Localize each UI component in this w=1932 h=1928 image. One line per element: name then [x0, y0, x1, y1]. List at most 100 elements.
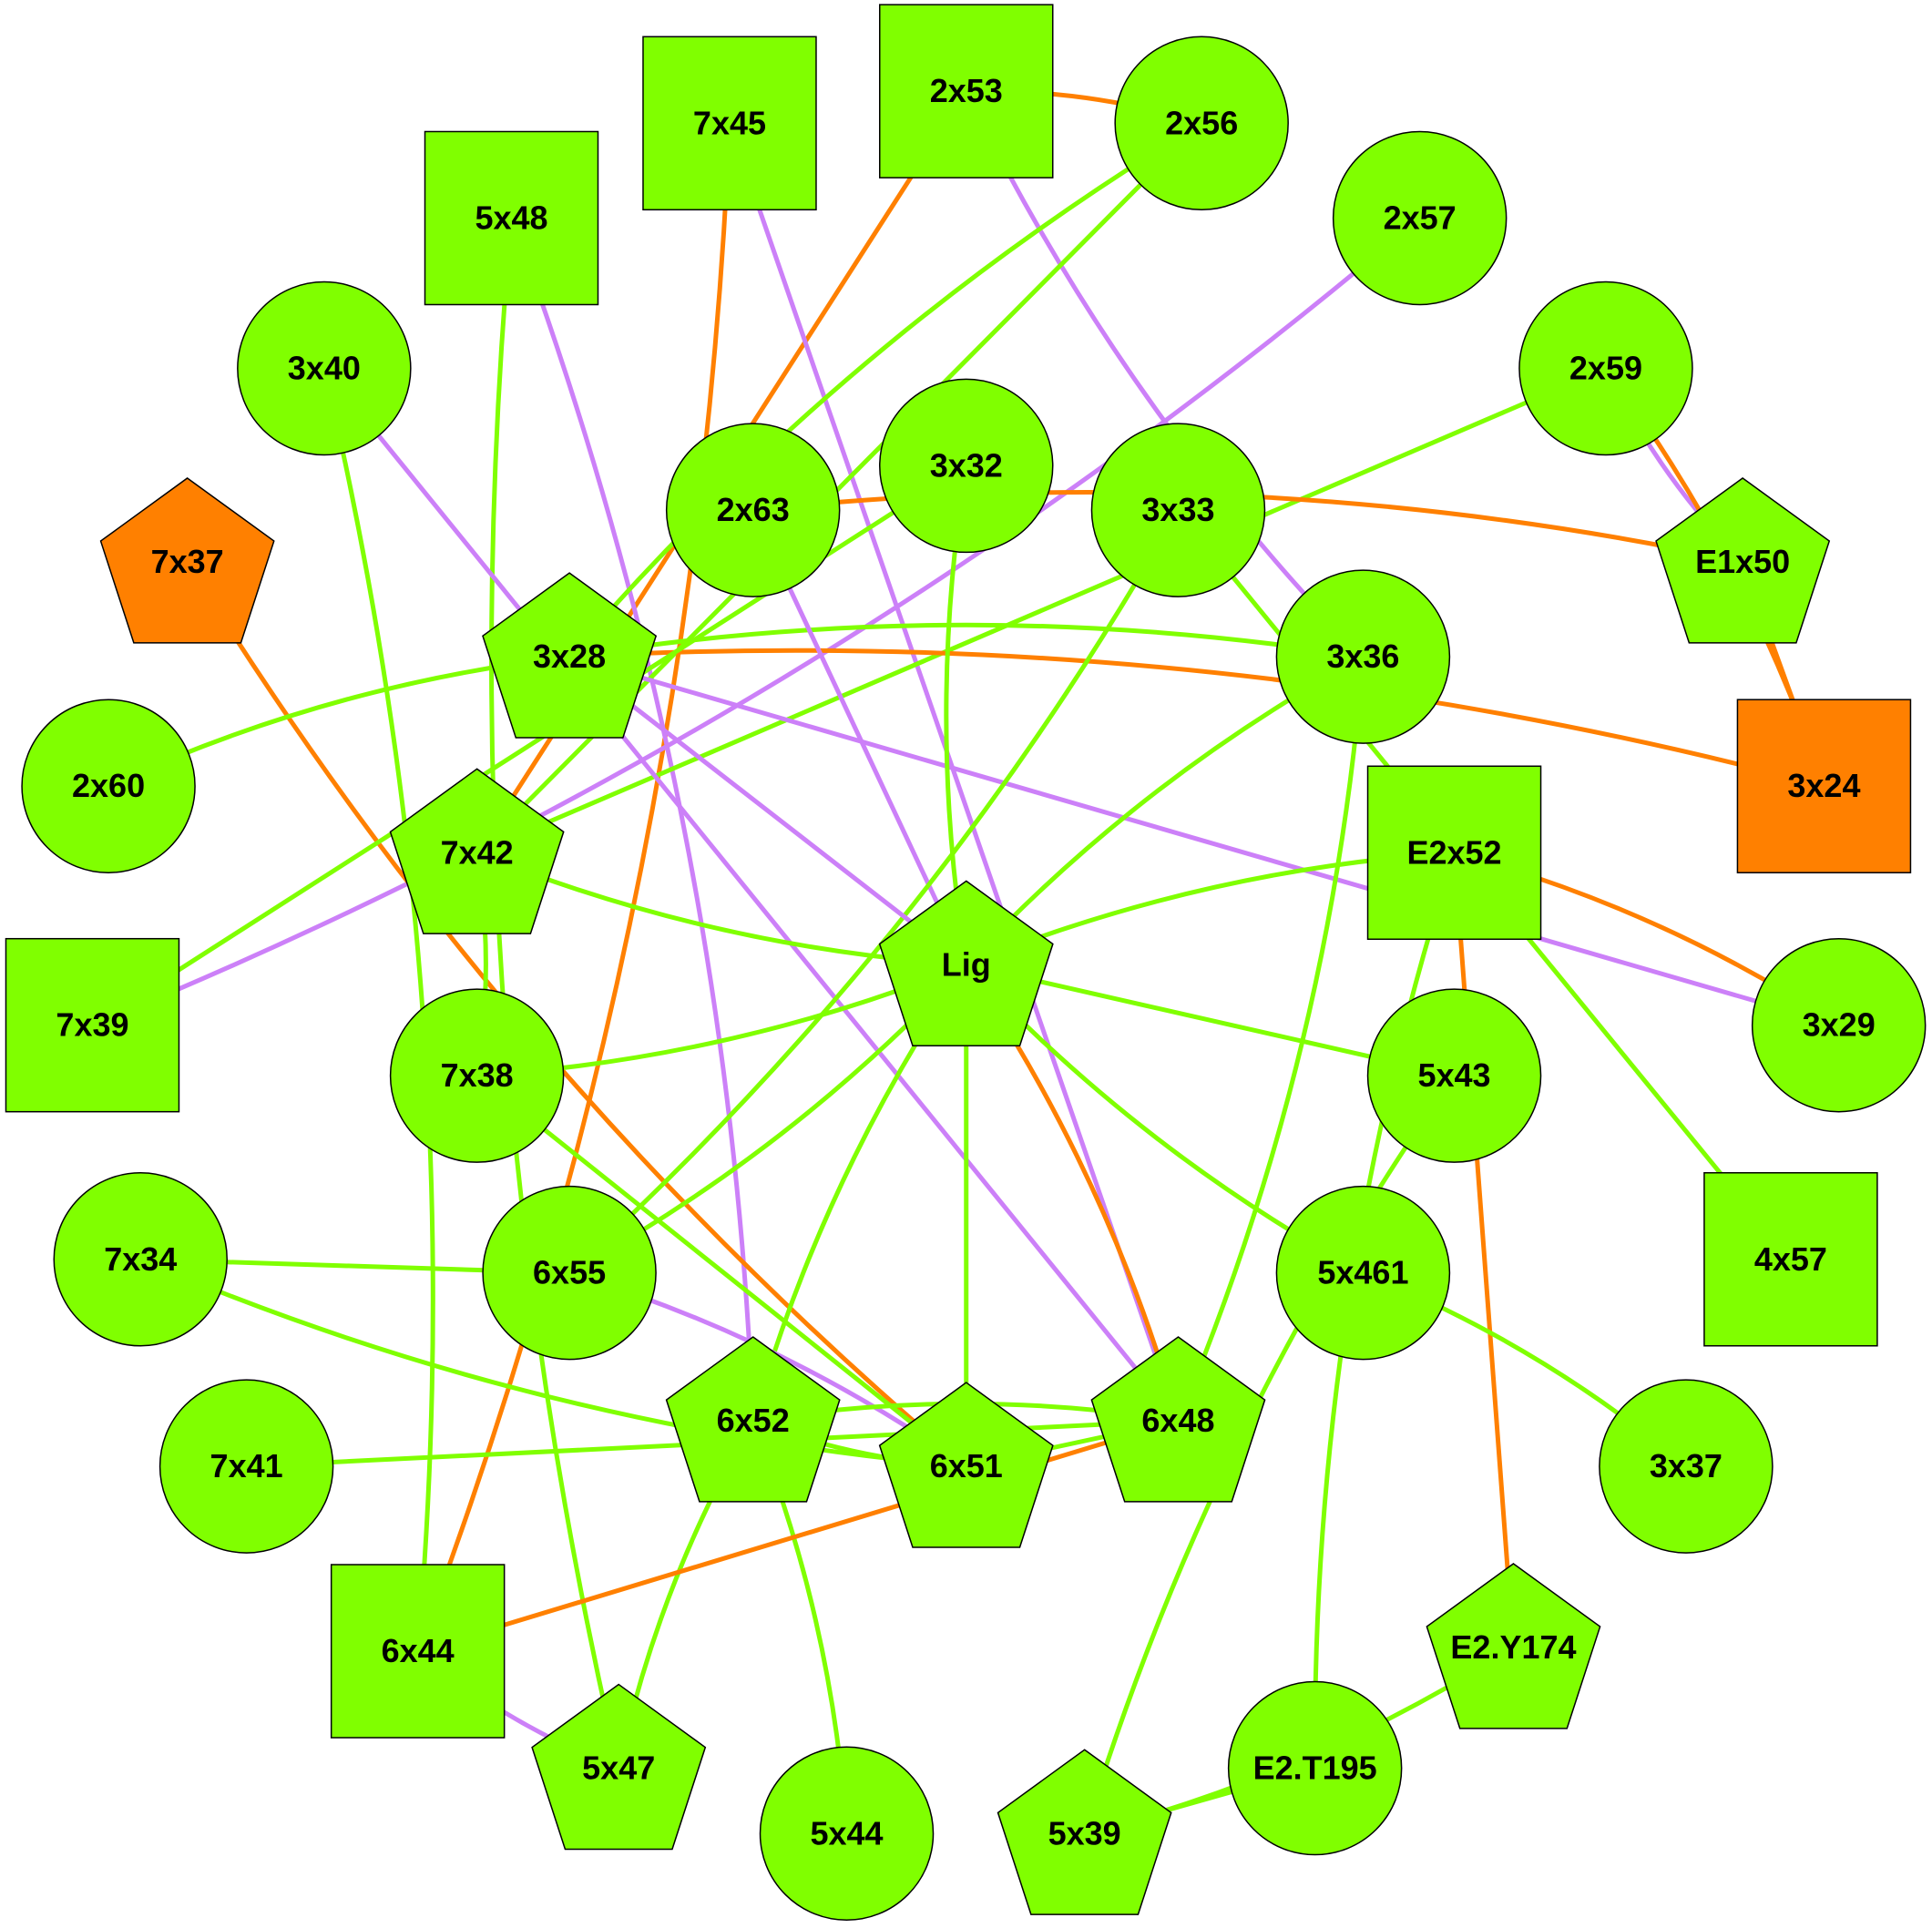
- node-4x57[interactable]: 4x57: [1703, 1172, 1878, 1347]
- node-label: 2x60: [72, 767, 145, 804]
- node-6x55[interactable]: 6x55: [482, 1185, 657, 1361]
- node-5x47[interactable]: 5x47: [531, 1683, 707, 1851]
- edge-7x45-6x44: [415, 123, 732, 1652]
- edge-2x56-3x28: [567, 121, 1203, 658]
- node-label: 2x63: [717, 491, 790, 528]
- node-shape-circle: [389, 988, 565, 1163]
- edge-2x53-3x36: [964, 90, 1365, 658]
- node-7x38[interactable]: 7x38: [389, 988, 565, 1163]
- node-label: 5x39: [1048, 1814, 1121, 1851]
- node-shape-circle: [482, 1185, 657, 1361]
- node-label: 3x28: [533, 638, 606, 675]
- node-shape-circle: [759, 1746, 935, 1922]
- edge-2x59-7x42: [475, 366, 1607, 855]
- node-5x48[interactable]: 5x48: [424, 130, 599, 306]
- edge-7x34-6x51: [139, 1257, 966, 1469]
- node-3x33[interactable]: 3x33: [1090, 423, 1266, 597]
- node-shape-circle: [1275, 1185, 1451, 1361]
- node-7x41[interactable]: 7x41: [158, 1379, 334, 1554]
- node-6x48[interactable]: 6x48: [1090, 1336, 1266, 1503]
- node-E2.Y174[interactable]: E2.Y174: [1426, 1563, 1601, 1729]
- node-label: 7x42: [441, 833, 514, 871]
- node-shape-circle: [158, 1379, 334, 1554]
- node-label: 3x33: [1141, 491, 1214, 528]
- edge-5x48-5x47: [489, 218, 621, 1770]
- node-shape-circle: [1599, 1379, 1774, 1554]
- node-shape-pentagon: [531, 1683, 707, 1851]
- node-7x37[interactable]: 7x37: [99, 477, 275, 644]
- node-2x53[interactable]: 2x53: [879, 4, 1054, 179]
- node-5x44[interactable]: 5x44: [759, 1746, 935, 1922]
- node-shape-pentagon: [389, 768, 565, 934]
- node-E2.T195[interactable]: E2.T195: [1227, 1680, 1403, 1856]
- node-6x52[interactable]: 6x52: [665, 1336, 841, 1503]
- node-label: 6x52: [717, 1402, 790, 1439]
- edge-7x38-6x51: [475, 1074, 968, 1469]
- edge-3x32-7x39: [91, 464, 968, 1027]
- node-3x36[interactable]: 3x36: [1275, 569, 1451, 744]
- node-shape-circle: [237, 281, 412, 456]
- node-6x51[interactable]: 6x51: [878, 1382, 1054, 1548]
- node-Lig[interactable]: Lig: [878, 880, 1054, 1047]
- edge-3x28-3x24: [568, 648, 1825, 789]
- node-shape-square: [879, 4, 1054, 179]
- node-label: 3x32: [930, 446, 1003, 484]
- node-label: 3x24: [1787, 767, 1860, 804]
- edge-6x48-6x44: [416, 1418, 1180, 1654]
- node-label: 2x59: [1569, 350, 1642, 387]
- node-shape-circle: [21, 699, 196, 873]
- node-6x44[interactable]: 6x44: [330, 1564, 506, 1739]
- node-7x39[interactable]: 7x39: [5, 937, 180, 1113]
- node-shape-circle: [1366, 988, 1542, 1163]
- node-E1x50[interactable]: E1x50: [1655, 477, 1831, 644]
- node-label: 3x36: [1326, 638, 1399, 675]
- node-3x37[interactable]: 3x37: [1599, 1379, 1774, 1554]
- node-3x29[interactable]: 3x29: [1751, 937, 1927, 1113]
- node-label: E2x52: [1406, 833, 1501, 871]
- node-label: 7x39: [56, 1006, 128, 1044]
- node-E2x52[interactable]: E2x52: [1366, 765, 1542, 941]
- node-2x60[interactable]: 2x60: [21, 699, 196, 873]
- node-2x63[interactable]: 2x63: [665, 423, 841, 597]
- node-7x42[interactable]: 7x42: [389, 768, 565, 934]
- node-3x40[interactable]: 3x40: [237, 281, 412, 456]
- node-2x56[interactable]: 2x56: [1114, 36, 1289, 211]
- node-shape-circle: [1518, 281, 1693, 456]
- node-label: 5x44: [810, 1814, 883, 1851]
- edge-3x36-6x48: [1176, 656, 1365, 1422]
- node-shape-circle: [1751, 937, 1927, 1113]
- edge-3x40-6x48: [322, 366, 1181, 1423]
- node-3x32[interactable]: 3x32: [879, 378, 1054, 554]
- node-shape-pentagon: [997, 1749, 1172, 1915]
- node-label: 7x34: [104, 1240, 177, 1278]
- node-label: 3x29: [1803, 1006, 1876, 1044]
- node-5x461[interactable]: 5x461: [1275, 1185, 1451, 1361]
- node-5x43[interactable]: 5x43: [1366, 988, 1542, 1163]
- node-label: 7x41: [210, 1447, 283, 1484]
- node-shape-square: [1366, 765, 1542, 941]
- node-label: 5x43: [1417, 1056, 1490, 1094]
- node-label: 5x461: [1317, 1254, 1408, 1291]
- node-7x34[interactable]: 7x34: [53, 1172, 228, 1347]
- node-shape-pentagon: [665, 1336, 841, 1503]
- edge-3x28-3x29: [568, 654, 1840, 1028]
- node-label: 6x48: [1141, 1402, 1214, 1439]
- node-shape-square: [1736, 699, 1912, 873]
- node-label: 5x47: [582, 1749, 655, 1787]
- node-label: 6x51: [930, 1447, 1003, 1484]
- node-shape-pentagon: [482, 572, 658, 739]
- node-label: E2.Y174: [1450, 1628, 1576, 1666]
- node-2x57[interactable]: 2x57: [1332, 130, 1508, 306]
- edge-E2x52-E2.Y174: [1452, 852, 1516, 1648]
- node-shape-circle: [1114, 36, 1289, 211]
- node-7x45[interactable]: 7x45: [642, 36, 817, 211]
- node-2x59[interactable]: 2x59: [1518, 281, 1693, 456]
- node-label: 3x40: [288, 350, 361, 387]
- node-label: E2.T195: [1253, 1749, 1377, 1787]
- node-3x28[interactable]: 3x28: [482, 572, 658, 739]
- node-5x39[interactable]: 5x39: [997, 1749, 1172, 1915]
- node-shape-pentagon: [99, 477, 275, 644]
- node-shape-pentagon: [1090, 1336, 1266, 1503]
- node-3x24[interactable]: 3x24: [1736, 699, 1912, 873]
